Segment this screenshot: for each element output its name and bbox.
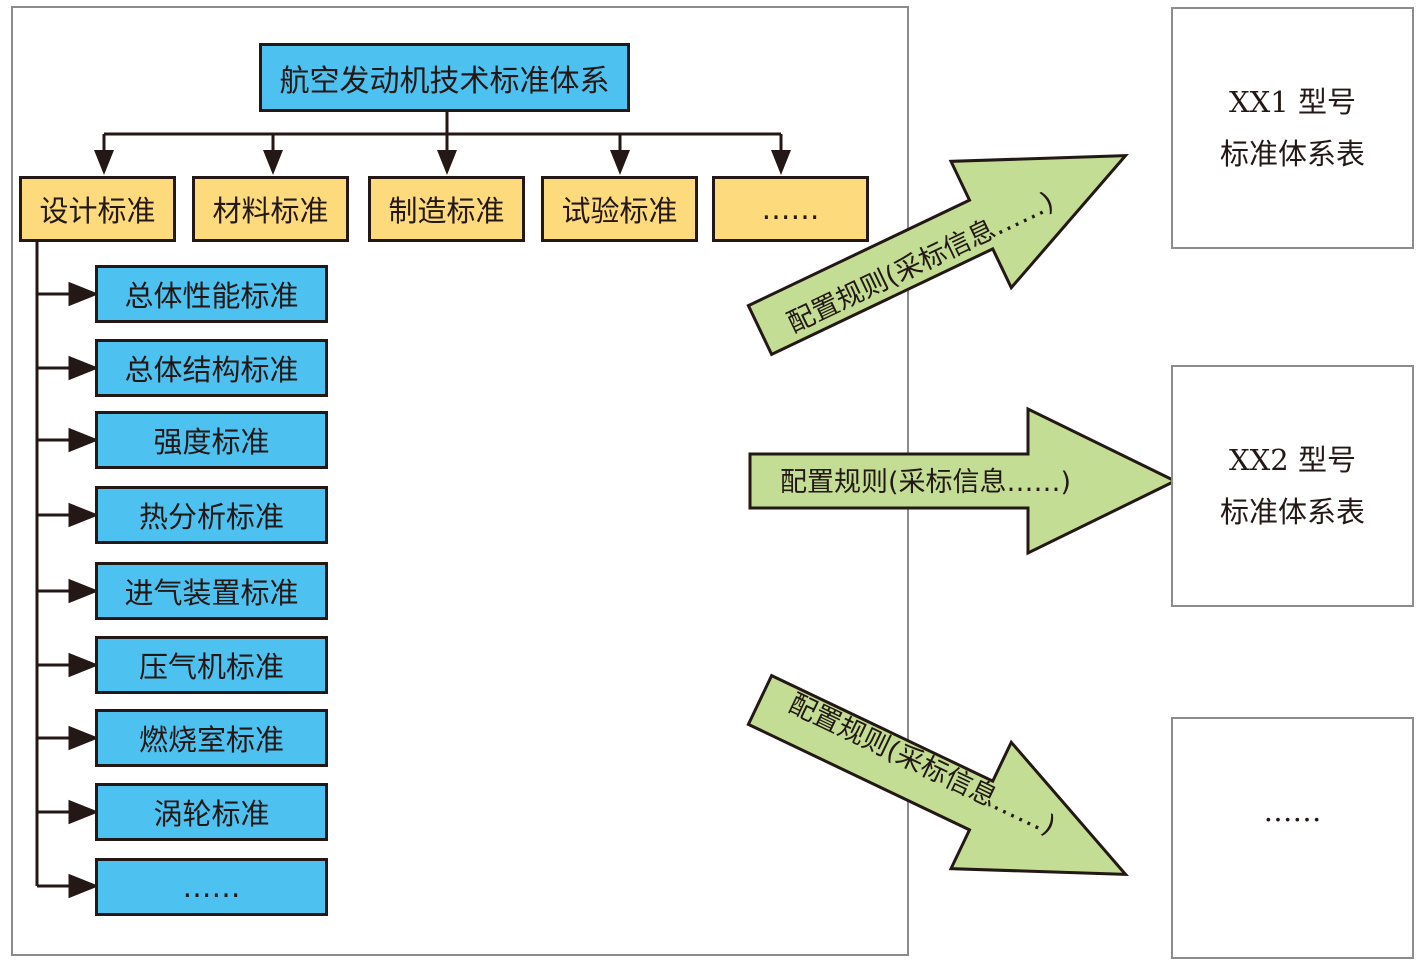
target-xx1-standard-table: XX1 型号 标准体系表 <box>1171 7 1414 249</box>
sub-standard-overall-structure: 总体结构标准 <box>95 339 328 397</box>
target-2-line1: XX2 型号 <box>1229 443 1356 477</box>
root-standard-system: 航空发动机技术标准体系 <box>259 43 630 112</box>
category-more: …… <box>712 176 869 242</box>
sub-connector-arrowhead <box>68 427 100 453</box>
config-arrow-2 <box>748 406 1179 556</box>
sub-standard-turbine: 涡轮标准 <box>95 783 328 841</box>
category-materials: 材料标准 <box>192 176 349 242</box>
target-3-line1: …… <box>1263 794 1322 828</box>
target-xx2-standard-table: XX2 型号 标准体系表 <box>1171 365 1414 607</box>
sub-standard-strength: 强度标准 <box>95 411 328 469</box>
sub-connector-arrowhead <box>68 578 100 604</box>
sub-standard-combustor: 燃烧室标准 <box>95 709 328 767</box>
target-1-line1: XX1 型号 <box>1229 85 1356 119</box>
config-arrow-1 <box>746 154 1129 357</box>
sub-connector-arrowhead <box>68 873 100 899</box>
sub-connector-arrowhead <box>68 725 100 751</box>
sub-connector-arrowhead <box>68 281 100 307</box>
target-more: …… <box>1171 717 1414 959</box>
target-2-line2: 标准体系表 <box>1219 495 1365 529</box>
config-rule-label-2: 配置规则(采标信息……) <box>780 467 1071 498</box>
sub-standard-compressor: 压气机标准 <box>95 636 328 694</box>
sub-connector-arrowhead <box>68 652 100 678</box>
target-1-line2: 标准体系表 <box>1219 137 1365 171</box>
sub-connector-arrowhead <box>68 799 100 825</box>
config-arrow-3 <box>746 673 1129 876</box>
sub-connector-arrowhead <box>68 502 100 528</box>
sub-connector-arrowhead <box>68 355 100 381</box>
sub-standard-more: …… <box>95 858 328 916</box>
category-testing: 试验标准 <box>541 176 698 242</box>
sub-standard-overall-performance: 总体性能标准 <box>95 265 328 323</box>
sub-standard-inlet: 进气装置标准 <box>95 562 328 620</box>
category-manufacturing: 制造标准 <box>368 176 525 242</box>
sub-standard-thermal-analysis: 热分析标准 <box>95 486 328 544</box>
category-design: 设计标准 <box>19 176 176 242</box>
